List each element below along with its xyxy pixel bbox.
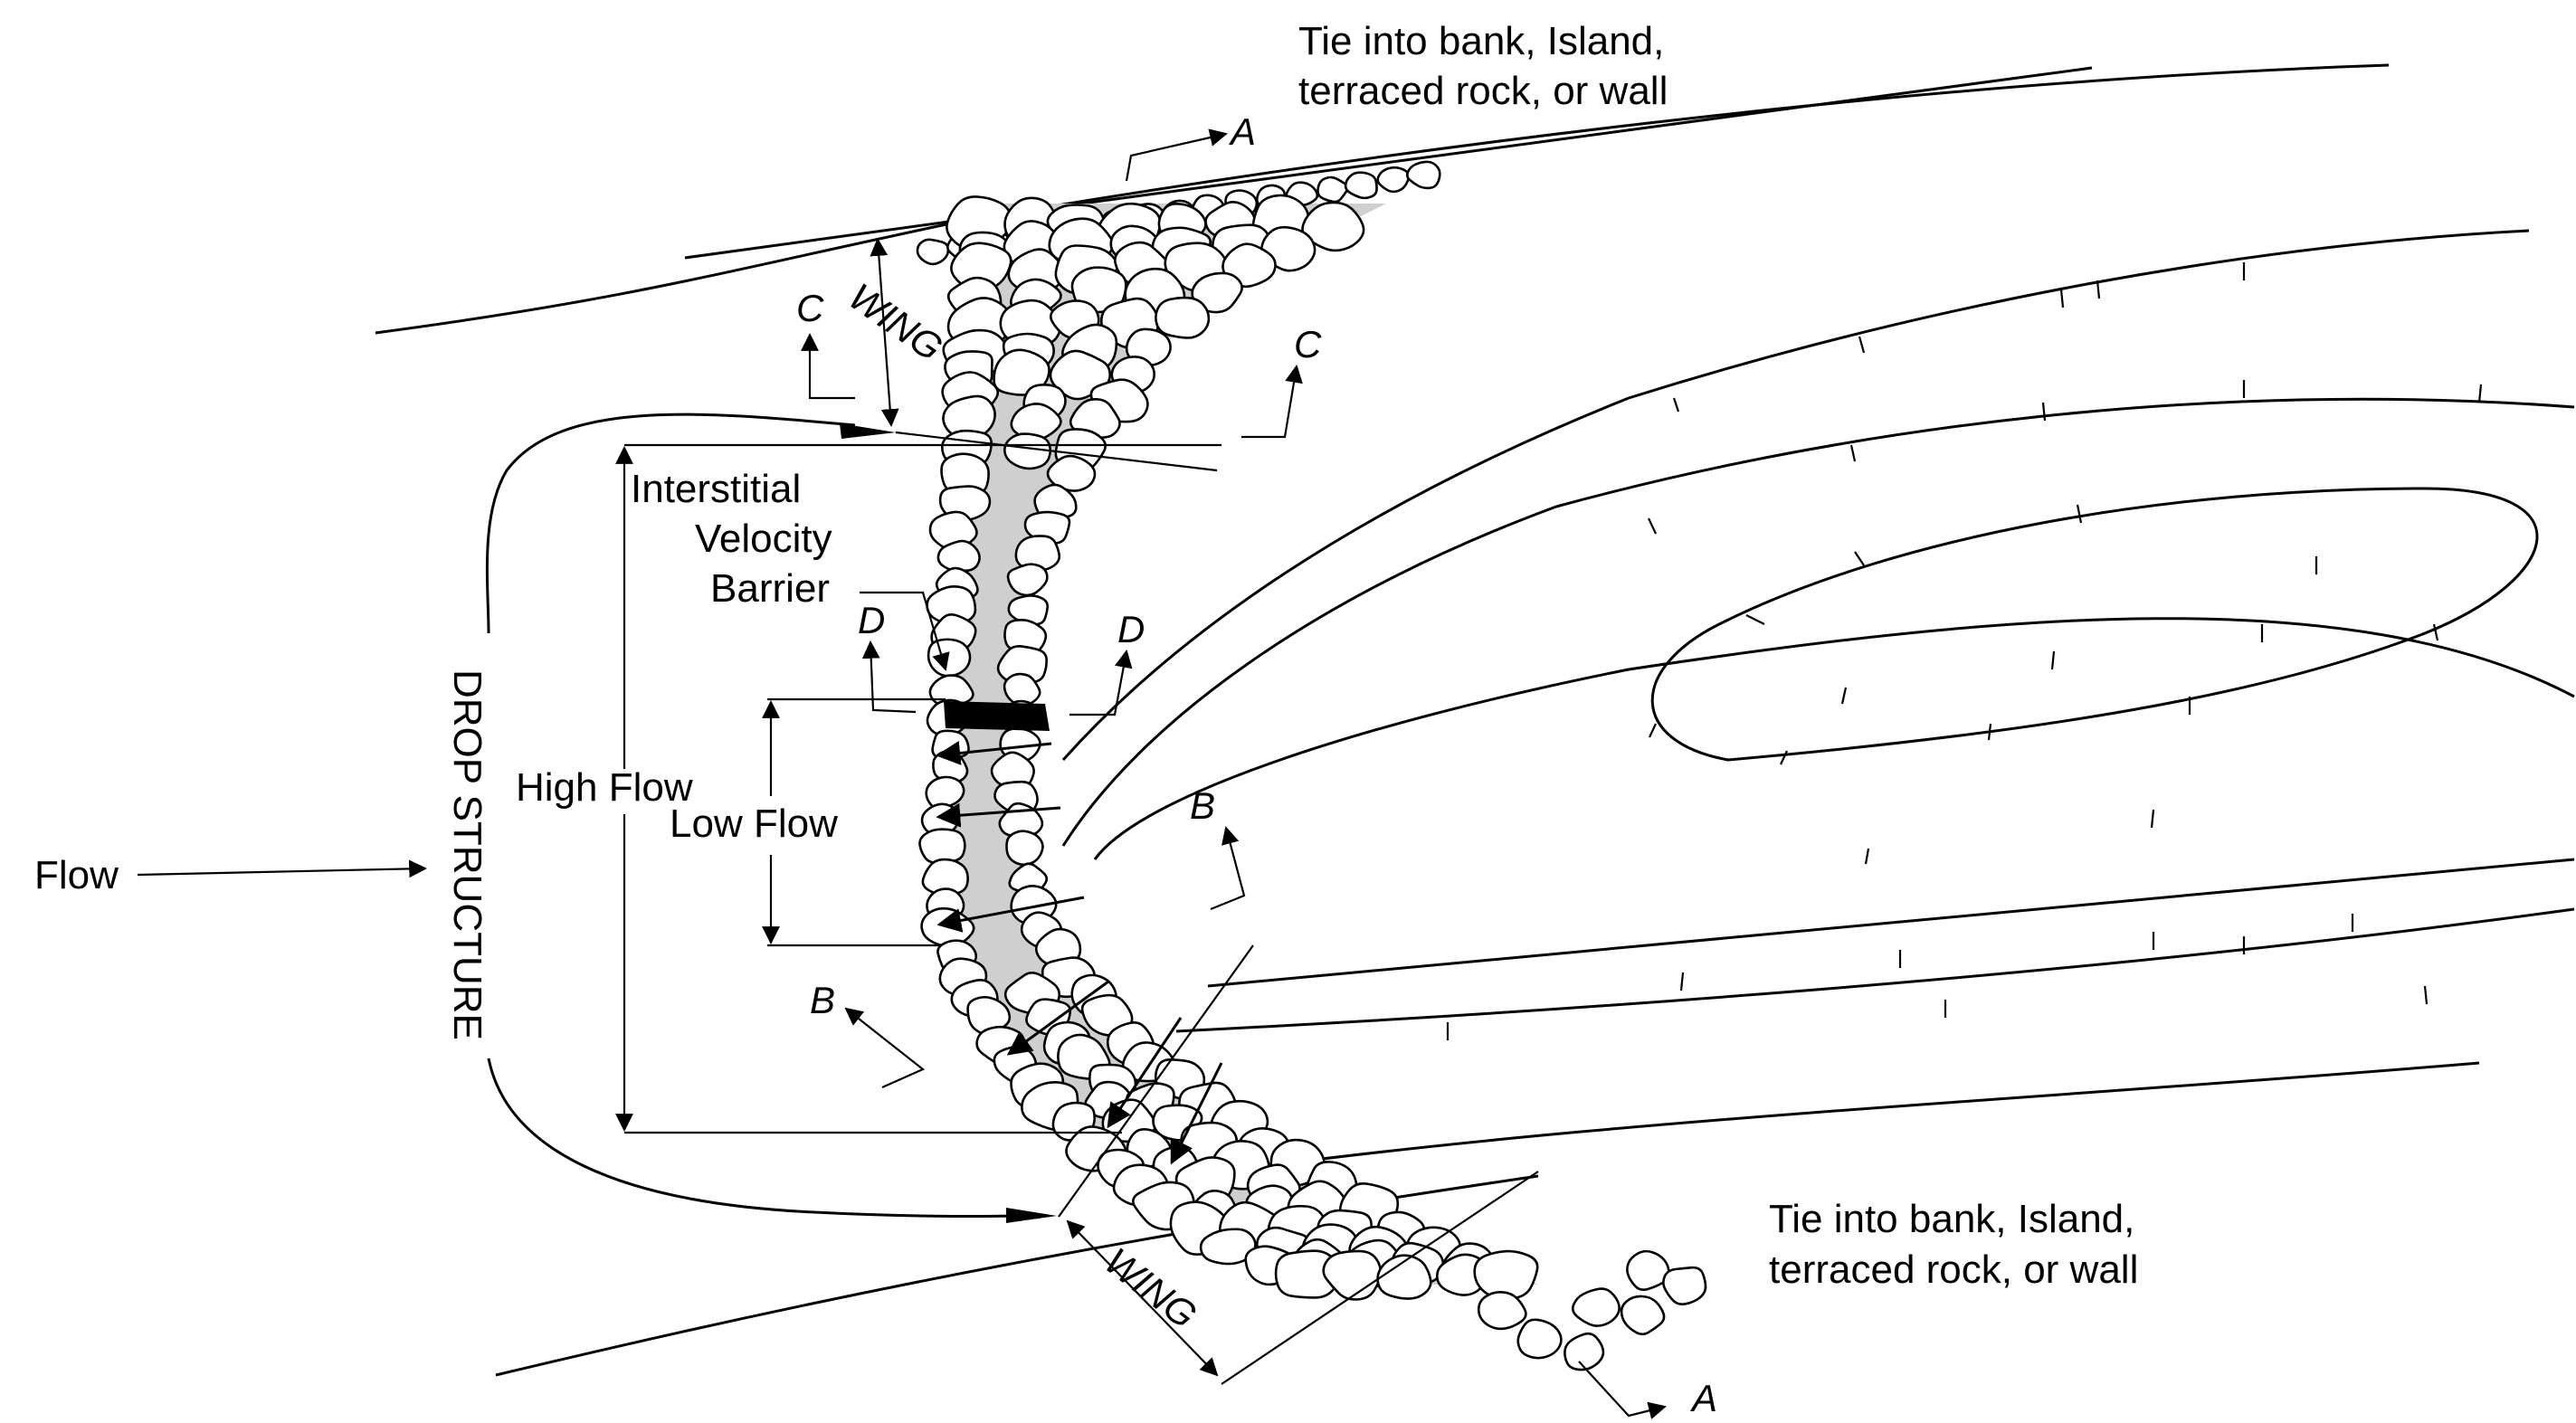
section-a-bottom: A [1689,1377,1717,1419]
section-b-right: B [1190,784,1215,827]
low-flow-dimension [762,697,946,947]
rock [1007,594,1050,626]
contour-2 [1061,397,2575,847]
terrain-contours [375,63,2575,1377]
rock [1344,171,1378,200]
wing-bottom-label: WING [1097,1239,1204,1336]
wing-top-dimension [870,238,899,427]
drop-structure-label: DROP STRUCTURE [445,669,490,1040]
section-markers [801,128,1667,1419]
rock [1003,672,1041,707]
interstitial-label-line3: Barrier [710,566,830,611]
drop-lines [936,741,1223,1165]
rock [1317,176,1349,204]
bracket-arrow-bottom [1006,1208,1057,1223]
contour-ticks [1446,262,2483,1040]
rock-field [916,160,1707,1371]
rock [1626,1249,1670,1292]
section-d-left: D [858,599,885,641]
section-b-left: B [810,979,835,1021]
interstitial-label-line1: Interstitial [631,467,801,511]
drop-structure-bracket-lower [487,1058,1014,1219]
tie-top-label-line2: terraced rock, or wall [1298,69,1668,113]
rock [921,858,969,896]
rock [1376,1254,1432,1300]
interstitial-label-line2: Velocity [695,517,832,561]
rock [1516,1318,1563,1360]
high-flow-dimension [615,443,1221,1134]
rock [1477,1290,1527,1331]
rock [1003,432,1052,470]
contour-3 [1093,617,2575,860]
rock [1070,266,1127,314]
contour-4 [1207,858,2575,988]
tie-bottom-label-line1: Tie into bank, Island, [1769,1197,2134,1241]
rock [1376,166,1411,194]
contour-1 [1061,229,2530,761]
rock [1006,563,1049,597]
section-c-right: C [1294,323,1322,365]
high-flow-label: High Flow [516,765,693,810]
section-c-left: C [796,287,824,329]
wing-top-label: WING [841,275,951,369]
drop-structure-bracket [485,413,856,634]
top-wing-line [895,431,1218,472]
low-flow-label: Low Flow [670,802,838,846]
rock [1564,1332,1605,1371]
rock [1046,454,1097,492]
tie-bottom-label-line2: terraced rock, or wall [1769,1247,2138,1292]
flow-label: Flow [34,853,119,897]
rock [1571,1287,1621,1327]
section-a-top: A [1228,110,1256,153]
upper-bank-line [684,66,2093,260]
island-contour [1650,487,2539,762]
rock [1473,1249,1539,1301]
rock [918,828,966,864]
rock [996,644,1048,685]
rock [1155,296,1211,339]
rock [1005,830,1044,867]
flow-arrow [137,859,427,878]
interstitial-leader [860,591,950,671]
rock [1221,242,1277,289]
section-d-right: D [1117,608,1145,650]
contour-5 [1175,907,2575,1033]
bracket-arrow-top [840,423,896,439]
upper-bank-line-outer [375,63,2390,335]
rock [927,638,972,678]
tie-top-label-line1: Tie into bank, Island, [1298,19,1664,63]
rock [1191,271,1243,314]
rock [1069,397,1121,439]
wing-bottom-dimension [1058,944,1539,1385]
rock [916,238,950,266]
velocity-barrier [944,701,1050,731]
rock [936,539,981,573]
rock [1405,160,1441,190]
rock [1014,535,1061,572]
rock [1301,201,1365,252]
rock [1662,1266,1707,1305]
rock [1620,1295,1666,1336]
